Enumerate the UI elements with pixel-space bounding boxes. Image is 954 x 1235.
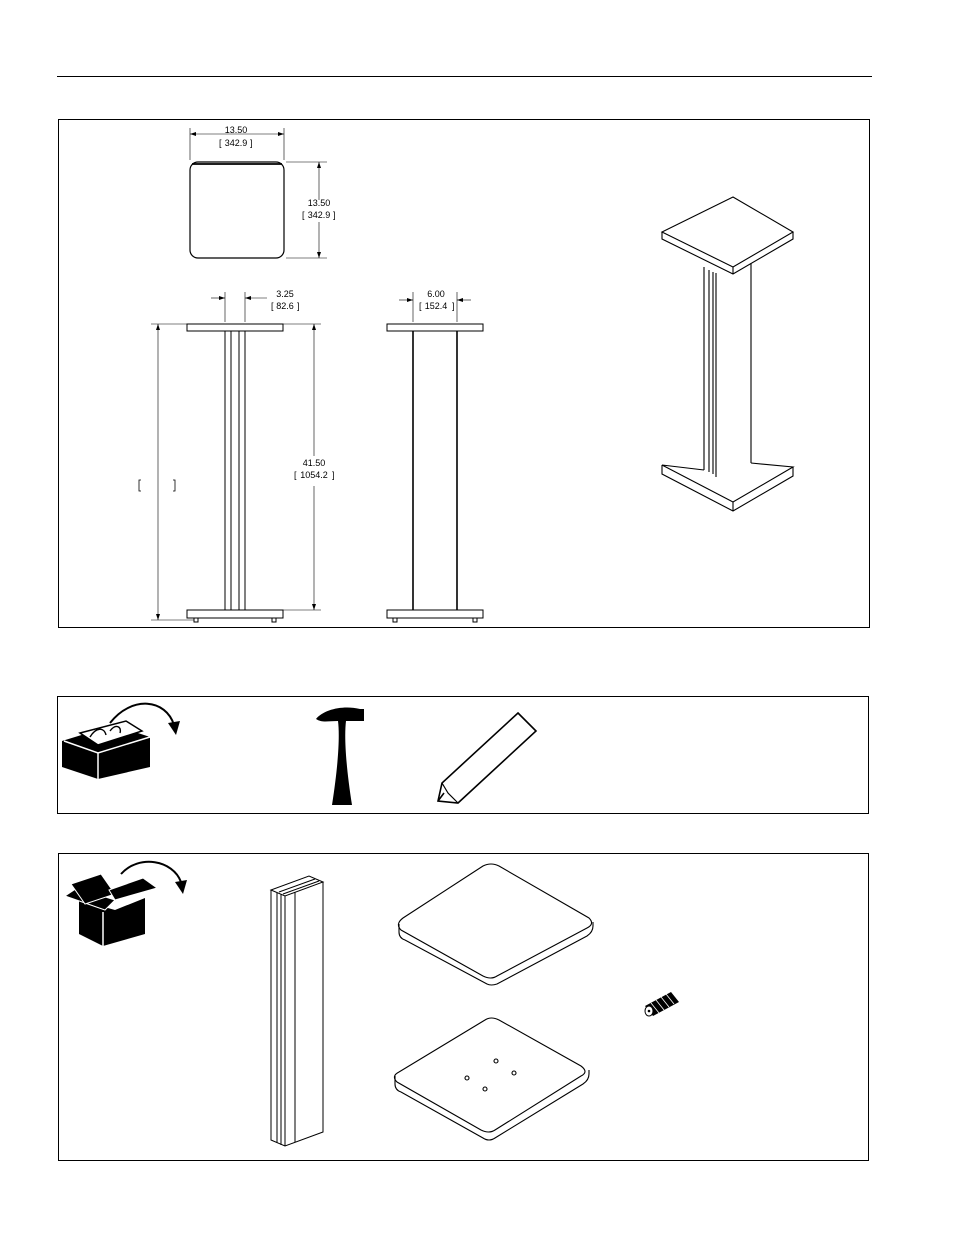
column-part — [269, 875, 325, 1147]
svg-text:[: [ — [294, 470, 297, 480]
dimensions-panel: 13.50 [ 342.9 ] 13.50 [ 342.9 ] 3.25 [ 8… — [58, 119, 870, 628]
tools-panel — [57, 696, 869, 814]
pencil-icon — [437, 711, 538, 804]
svg-text:[: [ — [419, 301, 422, 311]
top-view-plate — [189, 161, 285, 259]
svg-text:]: ] — [297, 301, 300, 311]
top-depth-mm: 342.9 — [308, 210, 331, 220]
column-depth-inches: 6.00 — [427, 289, 445, 299]
threaded-stud-part — [644, 992, 679, 1017]
open-box-icon — [63, 860, 187, 946]
top-depth-inches: 13.50 — [308, 198, 331, 208]
svg-text:]: ] — [333, 210, 336, 220]
top-width-mm: 342.9 — [225, 138, 248, 148]
header-rule — [57, 76, 872, 77]
svg-text:[: [ — [271, 301, 274, 311]
side-base-plate — [386, 609, 484, 619]
front-base-plate — [186, 609, 284, 619]
side-top-plate — [386, 323, 484, 332]
column-width-mm: 82.6 — [276, 301, 294, 311]
isometric-stand — [660, 196, 795, 512]
front-top-plate — [186, 323, 284, 332]
svg-text:]: ] — [250, 138, 253, 148]
toolbox-icon — [62, 702, 180, 779]
dimension-drawing: 13.50 [ 342.9 ] 13.50 [ 342.9 ] 3.25 [ 8… — [138, 125, 795, 623]
height-inches: 41.50 — [303, 458, 326, 468]
svg-text:[: [ — [302, 210, 305, 220]
column-width-inches: 3.25 — [276, 289, 294, 299]
svg-text:[: [ — [219, 138, 222, 148]
hammer-icon — [316, 707, 364, 805]
top-plate-part — [397, 863, 594, 986]
svg-text:]: ] — [332, 470, 335, 480]
top-width-inches: 13.50 — [225, 125, 248, 135]
column-depth-mm: 152.4 — [425, 301, 448, 311]
base-plate-part — [393, 1017, 590, 1141]
svg-text:]: ] — [452, 301, 455, 311]
height-mm: 1054.2 — [300, 470, 328, 480]
parts-panel — [58, 853, 869, 1161]
